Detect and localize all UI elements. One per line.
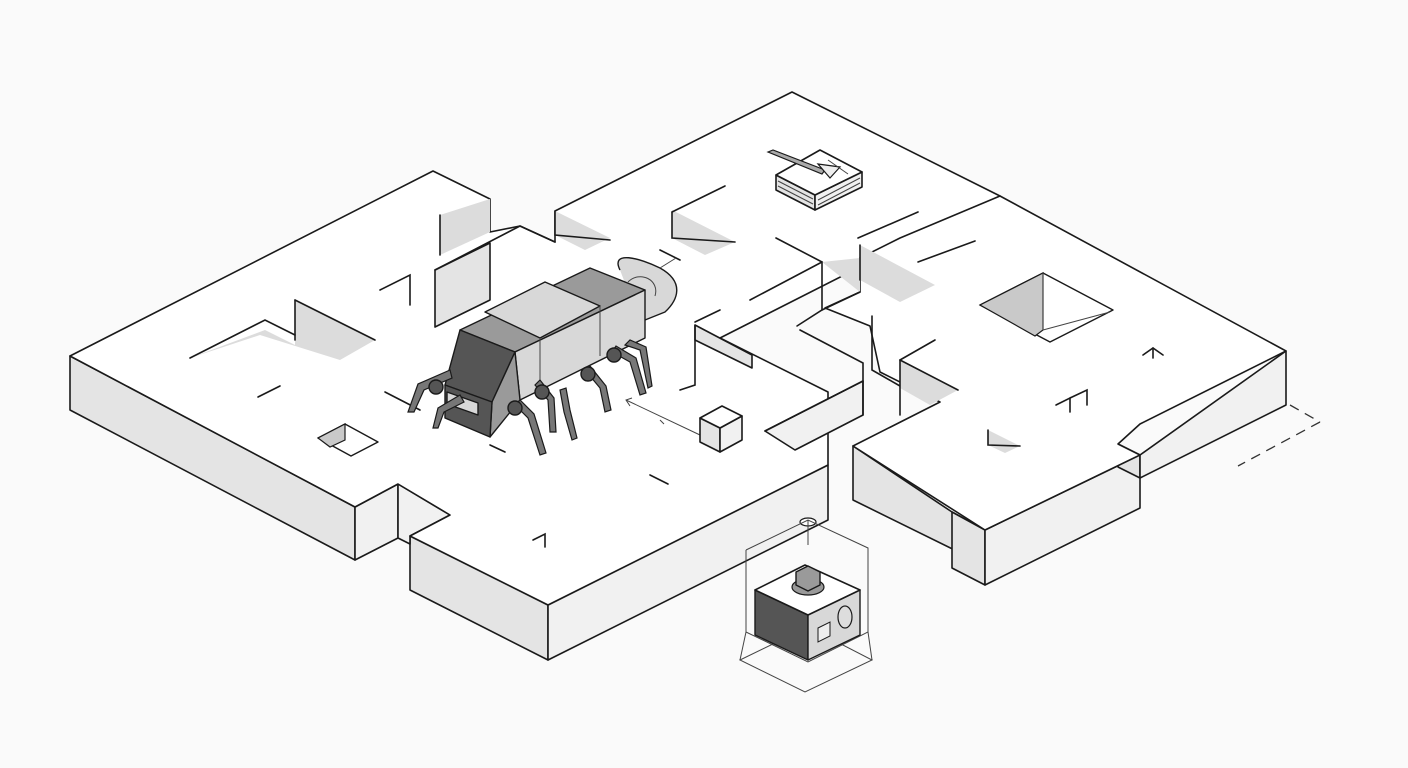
maze-walls [189,185,1321,548]
isometric-control-box-icon[interactable] [738,517,874,693]
small-cube-icon[interactable] [699,405,743,453]
right-maze-block [824,195,1287,586]
book-stack-with-arrow-icon[interactable] [766,149,863,211]
spider-robot-icon[interactable] [407,256,678,456]
distance-indicator [625,397,701,436]
